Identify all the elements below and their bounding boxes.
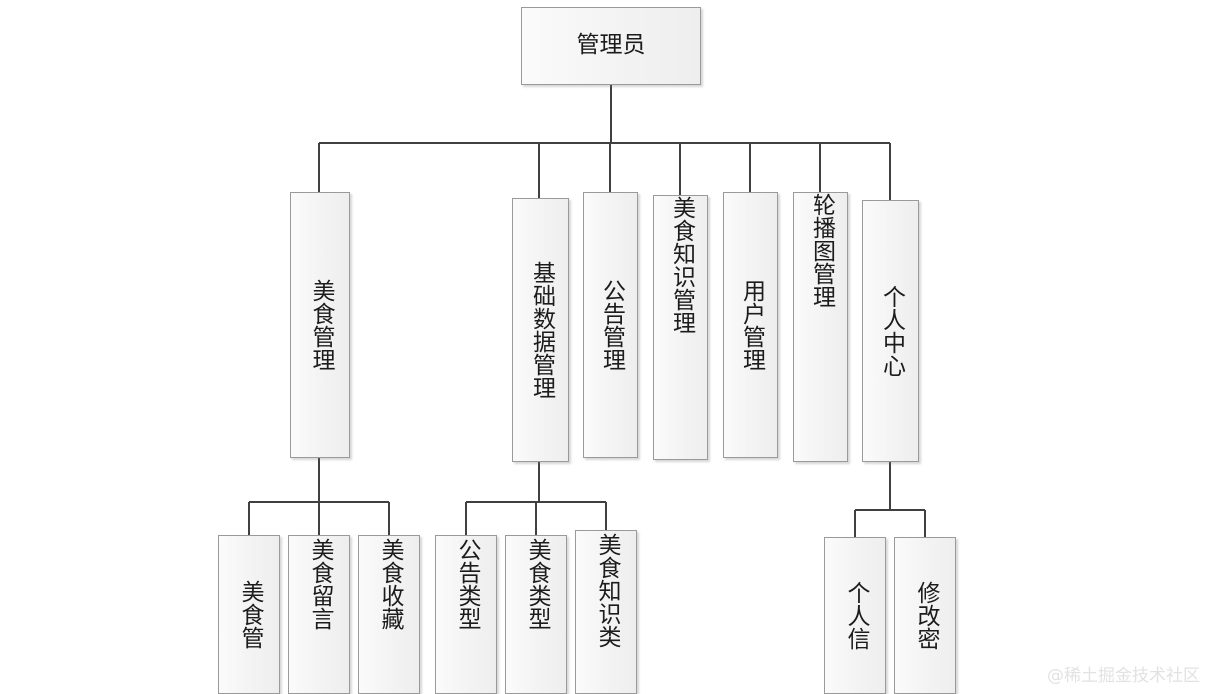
node-label: 个人信 xyxy=(842,581,869,650)
node-label: 美食知识类 xyxy=(593,533,620,648)
node-food-knowledge-type[interactable]: 美食知识类 xyxy=(575,530,637,694)
node-label: 美食留言 xyxy=(306,538,333,630)
node-food-comment[interactable]: 美食留言 xyxy=(288,535,350,694)
node-label: 基础数据管理 xyxy=(528,261,555,399)
watermark: @稀土掘金技术社区 xyxy=(1047,666,1200,686)
node-label: 美食类型 xyxy=(523,538,550,630)
node-food-management[interactable]: 美食管理 xyxy=(290,192,350,458)
node-carousel-management[interactable]: 轮播图管理 xyxy=(793,192,848,462)
node-label: 公告管理 xyxy=(598,279,625,371)
node-label: 修改密 xyxy=(912,581,939,650)
node-label: 管理员 xyxy=(576,32,646,59)
node-label: 个人中心 xyxy=(878,285,905,377)
node-food-favorite[interactable]: 美食收藏 xyxy=(358,535,420,694)
node-label: 美食管 xyxy=(236,580,263,649)
node-label: 美食知识管理 xyxy=(668,196,695,334)
node-label: 美食管理 xyxy=(307,279,334,371)
node-label: 用户管理 xyxy=(738,279,765,371)
node-food-knowledge-management[interactable]: 美食知识管理 xyxy=(653,195,708,460)
node-food-type[interactable]: 美食类型 xyxy=(505,535,567,694)
node-user-management[interactable]: 用户管理 xyxy=(723,192,778,458)
node-notice-management[interactable]: 公告管理 xyxy=(583,192,638,458)
node-personal-info[interactable]: 个人信 xyxy=(824,537,886,694)
node-change-password[interactable]: 修改密 xyxy=(894,537,956,694)
node-personal-center[interactable]: 个人中心 xyxy=(862,200,919,462)
node-base-data-management[interactable]: 基础数据管理 xyxy=(512,198,569,462)
node-label: 公告类型 xyxy=(453,538,480,630)
node-label: 轮播图管理 xyxy=(808,193,835,308)
node-root-admin[interactable]: 管理员 xyxy=(521,7,701,85)
node-label: 美食收藏 xyxy=(376,538,403,630)
node-notice-type[interactable]: 公告类型 xyxy=(435,535,497,694)
node-food-manage-child[interactable]: 美食管 xyxy=(218,535,280,694)
